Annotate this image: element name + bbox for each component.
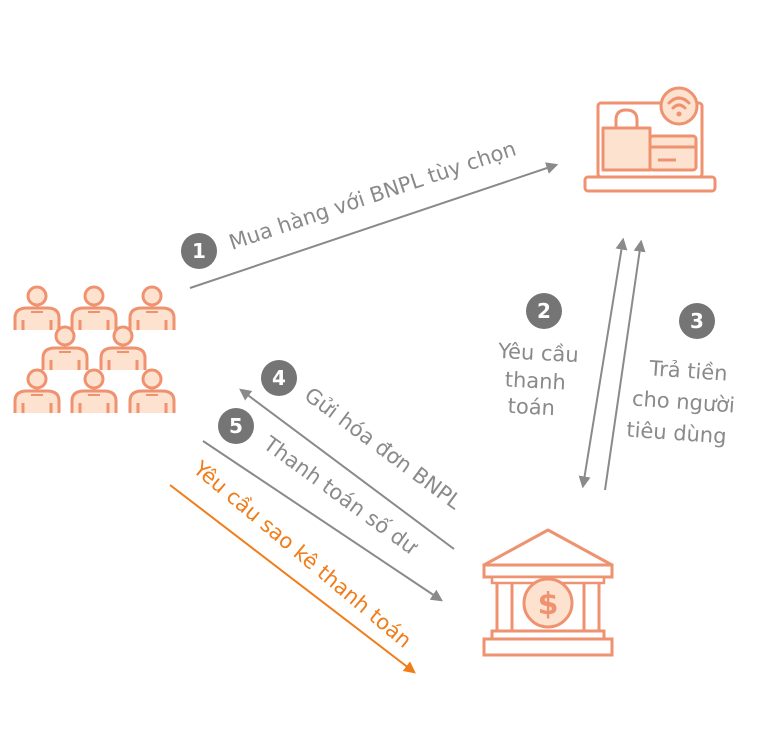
svg-text:5: 5 [229, 414, 243, 438]
svg-text:toán: toán [507, 394, 555, 420]
step-5-badge: 5 [218, 408, 254, 444]
balance-payment-arrow [202, 440, 443, 602]
svg-text:$: $ [538, 587, 559, 622]
svg-text:thanh: thanh [504, 367, 566, 394]
online-shop-icon [583, 86, 717, 193]
pay-merchant-arrow [604, 239, 646, 491]
svg-text:cho người: cho người [631, 386, 735, 417]
people-group-icon [13, 285, 176, 415]
step-4-badge: 4 [261, 360, 297, 396]
svg-text:Yêu cầu: Yêu cầu [496, 339, 579, 367]
svg-text:3: 3 [690, 309, 704, 333]
svg-text:2: 2 [537, 299, 551, 323]
statement-request-arrow [169, 484, 416, 674]
svg-text:tiêu dùng: tiêu dùng [626, 418, 728, 449]
step-1-label: Mua hàng với BNPL tùy chọn [226, 136, 519, 254]
purchase-arrow [189, 162, 559, 289]
svg-text:1: 1 [192, 239, 206, 263]
invoice-arrow [239, 388, 455, 550]
svg-text:Trả tiền: Trả tiền [648, 356, 729, 385]
step-3-badge: 3 [679, 303, 715, 339]
bank-icon: $ [482, 528, 614, 657]
step-2-label: Yêu cầu thanh toán [496, 339, 579, 420]
step-1-badge: 1 [181, 233, 217, 269]
statement-request-label: Yêu cầu sao kê thanh toán [188, 456, 416, 653]
step-2-badge: 2 [526, 293, 562, 329]
step-3-label: Trả tiền cho người tiêu dùng [626, 356, 736, 448]
svg-text:4: 4 [272, 366, 286, 390]
dollar-icon: $ [522, 577, 574, 629]
payment-request-arrow [578, 237, 628, 489]
